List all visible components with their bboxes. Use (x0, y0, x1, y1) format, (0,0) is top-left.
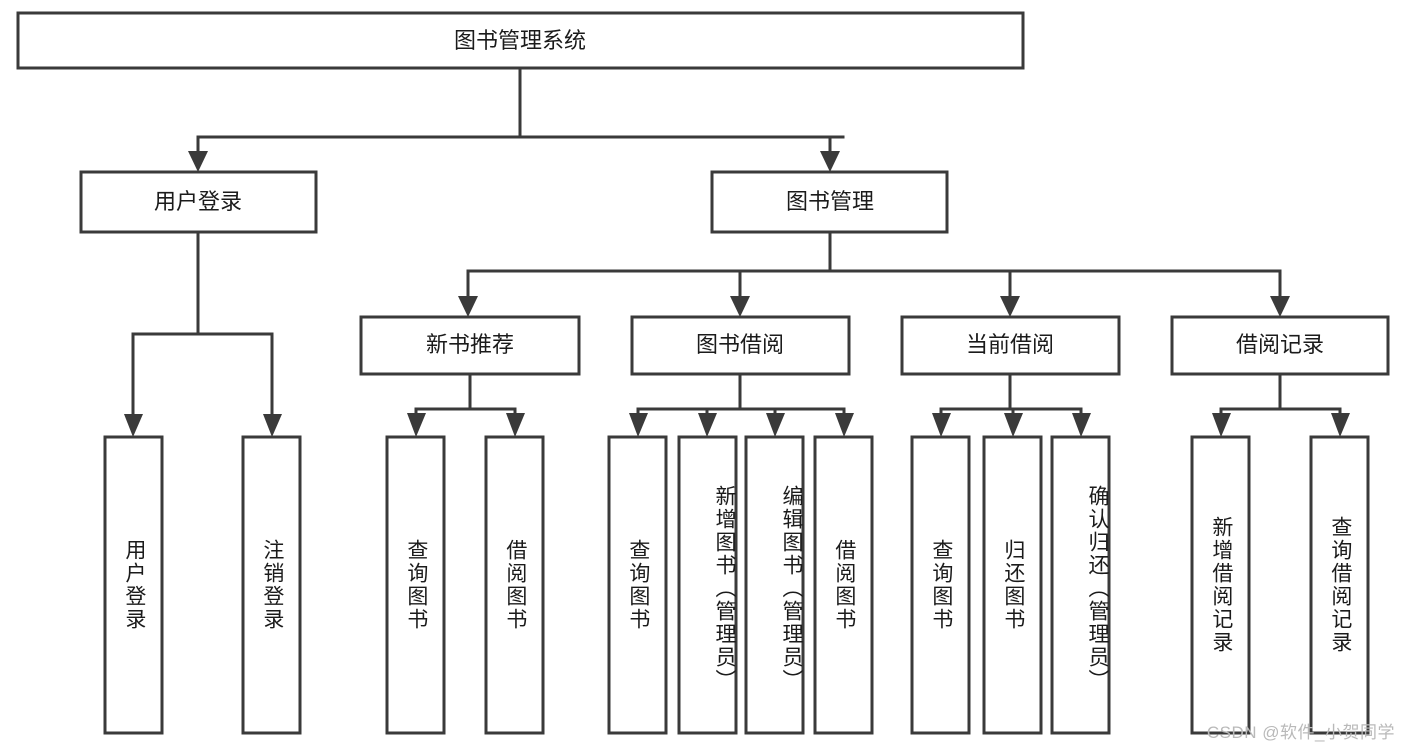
leaf-box-confirm-return[interactable] (1050, 435, 1111, 735)
leaf-label-user-login: 用户登录 (122, 539, 146, 631)
leaf-box-query-record[interactable] (1309, 435, 1370, 735)
node-book-borrow-box[interactable] (630, 315, 851, 376)
leaf-label-query-book-3: 查询图书 (929, 539, 953, 631)
arrowhead-leaf-borrow-book-1 (506, 413, 525, 437)
node-borrow-record-label: 借阅记录 (1236, 332, 1324, 357)
node-user-login[interactable]: 用户登录 (79, 170, 318, 234)
arrowhead-borrow-record (1270, 296, 1290, 317)
node-root[interactable]: 图书管理系统 (16, 11, 1025, 70)
leaf-box-query-book-1[interactable] (385, 435, 446, 735)
leaf-box-add-book[interactable] (677, 435, 738, 735)
leaf-label-query-book-1: 查询图书 (404, 539, 428, 631)
node-current-borrow[interactable]: 当前借阅 (900, 315, 1121, 376)
leaf-box-borrow-book-1[interactable] (484, 435, 545, 735)
leaf-box-query-book-3[interactable] (910, 435, 971, 735)
csdn-watermark: CSDN @软件_小贺同学 (1206, 723, 1395, 742)
node-current-borrow-box[interactable] (900, 315, 1121, 376)
node-book-manage-box[interactable] (710, 170, 949, 234)
connector-newbook-to-leaves (407, 372, 525, 437)
leaf-label-query-book-2: 查询图书 (626, 539, 650, 631)
node-book-manage[interactable]: 图书管理 (710, 170, 949, 234)
leaf-box-logout[interactable] (241, 435, 302, 735)
connector-bookmanage-to-level3 (458, 230, 1290, 317)
arrowhead-leaf-add-book (698, 413, 717, 437)
leaf-label-add-record: 新增借阅记录 (1209, 516, 1233, 654)
node-book-borrow-label: 图书借阅 (696, 332, 784, 357)
connector-root-to-level2 (188, 66, 845, 172)
leaf-box-borrow-book-2[interactable] (813, 435, 874, 735)
node-borrow-record[interactable]: 借阅记录 (1170, 315, 1390, 376)
node-book-manage-label: 图书管理 (786, 189, 874, 214)
arrowhead-new-book-recommend (458, 296, 478, 317)
arrowhead-user-login (188, 151, 208, 172)
node-current-borrow-label: 当前借阅 (966, 332, 1054, 357)
leaf-label-return-book: 归还图书 (1001, 539, 1025, 631)
node-user-login-label: 用户登录 (154, 189, 242, 214)
arrowhead-leaf-logout (263, 414, 282, 437)
connector-userlogin-to-leaves (124, 230, 282, 437)
arrowhead-book-borrow (730, 296, 750, 317)
node-book-borrow[interactable]: 图书借阅 (630, 315, 851, 376)
leaf-label-borrow-book-2: 借阅图书 (832, 539, 856, 631)
leaf-label-borrow-book-1: 借阅图书 (503, 539, 527, 631)
arrowhead-leaf-return-book (1004, 413, 1023, 437)
leaf-label-confirm-return: 确认归还（管理员） (1086, 484, 1109, 692)
leaf-box-query-book-2[interactable] (607, 435, 668, 735)
node-new-book-recommend-label: 新书推荐 (426, 332, 514, 357)
leaf-boxes (103, 435, 1370, 735)
node-new-book-recommend-box[interactable] (359, 315, 581, 376)
arrowhead-leaf-query-record (1331, 413, 1350, 437)
node-new-book-recommend[interactable]: 新书推荐 (359, 315, 581, 376)
leaf-label-edit-book: 编辑图书（管理员） (780, 484, 803, 692)
leaf-label-query-record: 查询借阅记录 (1328, 516, 1352, 654)
leaf-box-return-book[interactable] (982, 435, 1043, 735)
leaf-box-edit-book[interactable] (744, 435, 805, 735)
arrowhead-leaf-borrow-book-2 (835, 413, 854, 437)
arrowhead-current-borrow (1000, 296, 1020, 317)
arrowhead-leaf-edit-book (766, 413, 785, 437)
connector-borrowrecord-to-leaves (1212, 372, 1350, 437)
arrowhead-leaf-confirm-return (1072, 413, 1091, 437)
arrowhead-leaf-query-book-3 (932, 413, 951, 437)
leaf-box-user-login[interactable] (103, 435, 164, 735)
connector-currentborrow-to-leaves (932, 372, 1091, 437)
node-root-box[interactable] (16, 11, 1025, 70)
arrowhead-leaf-user-login (124, 414, 143, 437)
arrowhead-leaf-query-book-2 (629, 413, 648, 437)
arrowhead-leaf-add-record (1212, 413, 1231, 437)
leaf-box-add-record[interactable] (1190, 435, 1251, 735)
node-user-login-box[interactable] (79, 170, 318, 234)
connector-bookborrow-to-leaves (629, 372, 854, 437)
node-root-label: 图书管理系统 (454, 28, 586, 53)
arrowhead-leaf-query-book-1 (407, 413, 426, 437)
leaf-label-add-book: 新增图书（管理员） (713, 484, 736, 692)
leaf-label-logout: 注销登录 (260, 539, 284, 631)
node-borrow-record-box[interactable] (1170, 315, 1390, 376)
arrowhead-book-manage (820, 151, 840, 172)
